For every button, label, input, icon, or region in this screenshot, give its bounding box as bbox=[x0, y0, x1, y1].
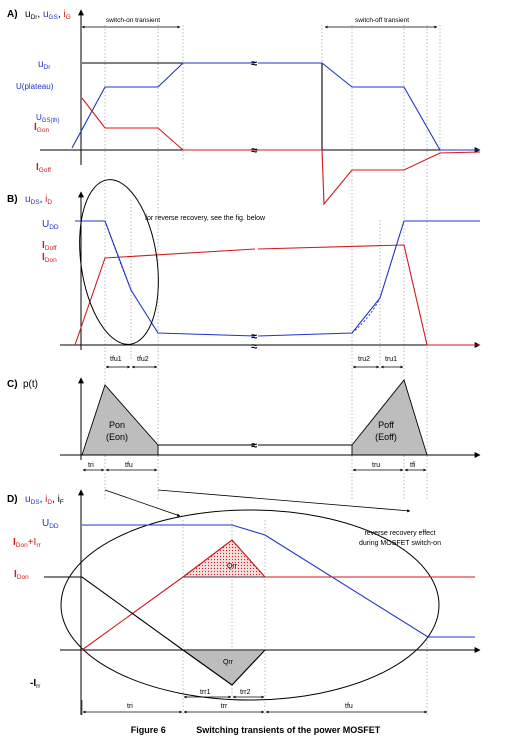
figure-number: Figure 6 bbox=[130, 725, 166, 735]
trr1-label: trr1 bbox=[200, 689, 211, 696]
idon-level-label: IDon bbox=[42, 252, 57, 264]
reverse-recovery-note: for reverse recovery, see the fig. below bbox=[145, 215, 266, 222]
break-mark-a1: ≈ bbox=[251, 58, 257, 70]
tru1-label: tru1 bbox=[385, 356, 397, 363]
zoom-arrow-right bbox=[157, 489, 411, 513]
ig-waveform-after-break bbox=[258, 149, 481, 206]
uds-dotted-curve-off bbox=[351, 297, 381, 334]
poff-label: Poff bbox=[378, 420, 394, 430]
panel-b: B) uDS, iD for reverse recovery, see the… bbox=[7, 179, 481, 369]
trr2-label: trr2 bbox=[240, 689, 251, 696]
break-mark-c: ≈ bbox=[251, 440, 257, 452]
panel-a: A) uDr, uGS, iG switch-on transient swit… bbox=[7, 9, 481, 206]
reverse-recovery-ellipse bbox=[79, 179, 159, 345]
qrr-top-label: Qrr bbox=[227, 563, 238, 570]
qrr-bottom-label: Qrr bbox=[223, 659, 234, 666]
reverse-recovery-note-d1: reverse recovery effect bbox=[364, 530, 435, 537]
panel-c-label: C) bbox=[7, 379, 18, 390]
udd-level-label: UDD bbox=[42, 219, 59, 231]
tfi-label-c: tfi bbox=[410, 462, 416, 469]
ugs-waveform bbox=[71, 62, 255, 149]
break-mark-a2: ≈ bbox=[251, 145, 257, 157]
uplateau-level-label: U(plateau) bbox=[16, 82, 54, 91]
if-waveform-d bbox=[44, 576, 475, 686]
break-mark-b1: ≈ bbox=[251, 331, 257, 343]
panel-d: D) uDS, iD, iF UDD IDon+Irr IDon -Irr Qr… bbox=[7, 489, 481, 715]
eoff-label: (Eoff) bbox=[375, 432, 397, 442]
udr-level-label: uDr bbox=[38, 59, 51, 71]
panel-b-axis-title: uDS, iD bbox=[25, 194, 52, 206]
ugs-waveform-after-break bbox=[258, 62, 480, 151]
uds-waveform bbox=[75, 220, 256, 337]
switch-on-label: switch-on transient bbox=[106, 17, 160, 24]
tfu-label-c: tfu bbox=[125, 462, 133, 469]
udd-level-label-d: UDD bbox=[42, 518, 59, 530]
tfu1-label: tfu1 bbox=[110, 356, 122, 363]
ig-waveform bbox=[81, 97, 255, 151]
id-waveform bbox=[74, 248, 256, 346]
tri-label-c: tri bbox=[88, 462, 94, 469]
idon-label-d: IDon bbox=[14, 569, 29, 581]
break-mark-b2: ≈ bbox=[251, 341, 257, 353]
panel-a-axis-title: uDr, uGS, iG bbox=[25, 9, 71, 21]
igoff-level-label: IGoff bbox=[36, 162, 51, 174]
udr-waveform-after-break bbox=[258, 62, 323, 150]
panel-c: C) p(t) ≈ Pon (Eon) Poff (Eoff) tri tfu … bbox=[7, 377, 481, 517]
idon-plus-irr-label: IDon+Irr bbox=[13, 537, 42, 549]
panel-b-label: B) bbox=[7, 194, 18, 205]
uds-waveform-after-break bbox=[257, 220, 480, 337]
tru-label-c: tru bbox=[372, 462, 380, 469]
poff-energy-area bbox=[351, 379, 428, 456]
uds-waveform-d bbox=[82, 524, 475, 638]
igon-level-label: IGon bbox=[34, 122, 49, 134]
eon-label: (Eon) bbox=[106, 432, 128, 442]
tru2-label: tru2 bbox=[358, 356, 370, 363]
id-waveform-after-break bbox=[257, 244, 480, 346]
id-waveform-d bbox=[81, 539, 475, 651]
panel-d-axis-title: uDS, iD, iF bbox=[25, 494, 64, 506]
pon-label: Pon bbox=[109, 420, 125, 430]
tri-label-d: tri bbox=[127, 703, 133, 710]
tfu-label-d: tfu bbox=[345, 703, 353, 710]
irr-label: -Irr bbox=[30, 678, 41, 690]
figure-caption: Figure 6 Switching transients of the pow… bbox=[0, 725, 511, 735]
panel-c-axis-title: p(t) bbox=[23, 379, 38, 390]
figure-title: Switching transients of the power MOSFET bbox=[196, 725, 381, 735]
reverse-recovery-note-d2: during MOSFET switch-on bbox=[359, 540, 441, 547]
trr-label: trr bbox=[221, 703, 228, 710]
switch-off-label: switch-off transient bbox=[355, 17, 409, 24]
tfu2-label: tfu2 bbox=[137, 356, 149, 363]
reverse-recovery-ellipse-d bbox=[60, 509, 440, 701]
ugs-th-level-label: UGS(th) bbox=[36, 113, 59, 124]
panel-d-label: D) bbox=[7, 494, 18, 505]
idoff-level-label: IDoff bbox=[42, 240, 57, 252]
panel-a-label: A) bbox=[7, 9, 18, 20]
zoom-arrow-left bbox=[104, 489, 181, 517]
